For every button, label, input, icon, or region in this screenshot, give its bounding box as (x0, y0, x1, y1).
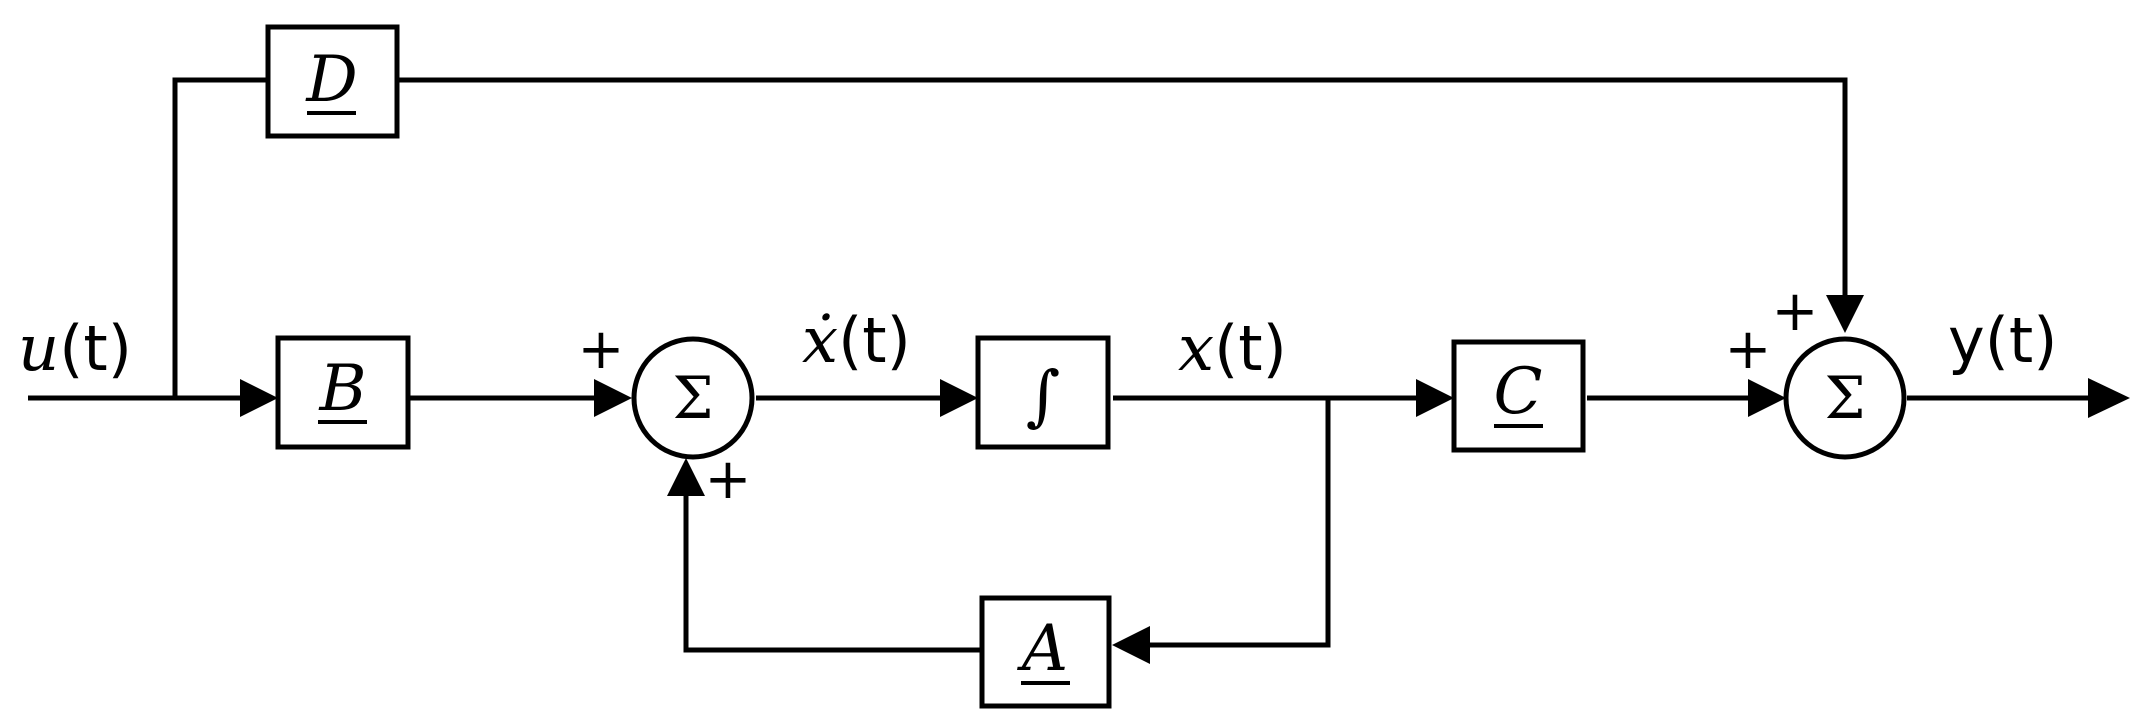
d-block-label: D (305, 43, 357, 117)
a-block-label: A (1017, 612, 1068, 686)
svg-text:x(t): x(t) (1178, 312, 1287, 386)
output-sum-symbol: Σ (1824, 364, 1865, 432)
arrowhead-output (2088, 378, 2130, 418)
feedthrough-output-wire (397, 77, 1848, 298)
arrowhead-into-b (240, 379, 278, 417)
arrowhead-into-output-sum (1748, 379, 1786, 417)
arrowhead-feedback-up (667, 458, 705, 496)
output-sum-left-sign: + (1725, 317, 1772, 382)
state-derivative-label: ẋ(t) (802, 304, 911, 378)
c-block-label: C (1494, 355, 1543, 429)
a-to-sum-wire (683, 490, 982, 653)
state-summing-junction: Σ (631, 336, 755, 460)
a-block: A (979, 595, 1112, 709)
output-signal-label: y(t) (1948, 304, 2057, 377)
state-sum-top-sign: + (578, 317, 625, 382)
state-signal-label: x(t) (1178, 312, 1287, 386)
b-block: B (275, 335, 411, 450)
svg-text:ẋ(t): ẋ(t) (802, 304, 911, 378)
output-summing-junction: Σ (1783, 336, 1907, 460)
svg-text:u(t): u(t) (18, 312, 132, 386)
integrator-block: ∫ (975, 335, 1111, 450)
integrator-symbol: ∫ (1026, 357, 1060, 434)
state-sum-symbol: Σ (672, 364, 713, 432)
state-sum-bottom-sign: + (705, 447, 752, 512)
arrowhead-into-c (1416, 379, 1454, 417)
arrowhead-into-a (1112, 626, 1150, 664)
output-sum-top-sign: + (1772, 279, 1819, 344)
d-block: D (265, 24, 400, 139)
arrowhead-into-integrator (940, 379, 978, 417)
feedthrough-branch-wire (172, 77, 268, 398)
c-block: C (1451, 339, 1586, 453)
b-block-label: B (318, 352, 366, 426)
svg-text:y(t): y(t) (1948, 304, 2057, 377)
state-feedback-wire (1148, 398, 1331, 648)
arrowhead-into-state-sum (594, 379, 632, 417)
arrowhead-feedthrough-down (1826, 295, 1864, 333)
input-signal-label: u(t) (18, 312, 132, 386)
